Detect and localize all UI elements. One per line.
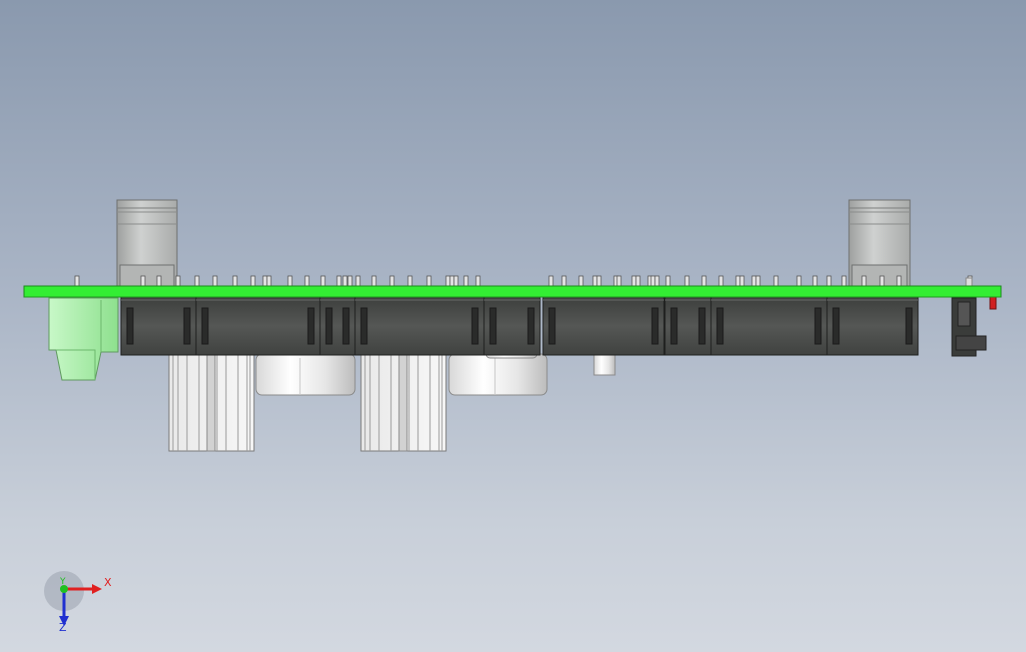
component-lead bbox=[812, 275, 818, 287]
x-axis-label: X bbox=[104, 576, 112, 589]
z-axis-arrowhead bbox=[59, 616, 69, 626]
component-lead bbox=[232, 275, 238, 287]
component-lead bbox=[773, 275, 779, 287]
component-lead bbox=[320, 275, 326, 287]
component-lead bbox=[635, 275, 641, 287]
component-lead bbox=[475, 275, 481, 287]
y-axis-label: Y bbox=[60, 577, 66, 587]
component-lead bbox=[879, 275, 885, 287]
component-lead bbox=[896, 275, 902, 287]
small-standoff[interactable] bbox=[593, 354, 616, 376]
component-lead bbox=[616, 275, 622, 287]
z-axis-label: Z bbox=[59, 621, 67, 634]
component-lead bbox=[796, 275, 802, 287]
component-lead bbox=[449, 275, 455, 287]
component-lead bbox=[287, 275, 293, 287]
component-lead bbox=[342, 275, 348, 287]
left-cylinder-component[interactable] bbox=[255, 353, 356, 396]
left-ribbed-connector[interactable] bbox=[168, 351, 255, 452]
component-lead bbox=[654, 275, 660, 287]
component-lead bbox=[718, 275, 724, 287]
rib-center bbox=[206, 351, 216, 452]
component-lead bbox=[74, 275, 80, 287]
header-connector[interactable] bbox=[664, 296, 712, 356]
component-lead bbox=[592, 275, 598, 287]
header-connector[interactable] bbox=[195, 296, 321, 356]
left-mounting-bracket[interactable] bbox=[116, 199, 178, 288]
component-lead bbox=[463, 275, 469, 287]
component-lead bbox=[445, 275, 451, 287]
header-connector[interactable] bbox=[542, 296, 665, 356]
y-axis-dot bbox=[60, 585, 68, 593]
component-lead bbox=[250, 275, 256, 287]
component-lead bbox=[701, 275, 707, 287]
component-lead bbox=[407, 275, 413, 287]
header-connector-row[interactable] bbox=[120, 296, 919, 356]
component-lead bbox=[578, 275, 584, 287]
component-lead bbox=[355, 275, 361, 287]
component-lead bbox=[212, 275, 218, 287]
terminal-block[interactable] bbox=[48, 297, 119, 381]
component-lead bbox=[371, 275, 377, 287]
component-lead bbox=[140, 275, 146, 287]
component-lead bbox=[426, 275, 432, 287]
rib-center bbox=[398, 351, 408, 452]
component-lead bbox=[266, 275, 272, 287]
component-lead bbox=[826, 275, 832, 287]
right-mounting-bracket[interactable] bbox=[848, 199, 911, 288]
component-lead bbox=[665, 275, 671, 287]
component-lead bbox=[861, 275, 867, 287]
component-lead bbox=[755, 275, 761, 287]
component-lead bbox=[262, 275, 268, 287]
pcb-board[interactable] bbox=[23, 285, 1002, 298]
header-connector[interactable] bbox=[483, 296, 541, 356]
component-lead bbox=[453, 275, 459, 287]
component-lead bbox=[650, 275, 656, 287]
component-lead bbox=[175, 275, 181, 287]
component-lead bbox=[548, 275, 554, 287]
x-axis-arrowhead bbox=[92, 584, 102, 594]
coordinate-triad[interactable] bbox=[44, 571, 102, 626]
header-connector[interactable] bbox=[354, 296, 485, 356]
component-lead bbox=[631, 275, 637, 287]
component-lead bbox=[739, 275, 745, 287]
right-cylinder-component[interactable] bbox=[448, 353, 548, 396]
component-lead bbox=[194, 275, 200, 287]
header-connector[interactable] bbox=[319, 296, 356, 356]
component-lead bbox=[304, 275, 310, 287]
component-lead bbox=[389, 275, 395, 287]
component-lead bbox=[156, 275, 162, 287]
header-connector[interactable] bbox=[710, 296, 828, 356]
component-lead bbox=[347, 275, 353, 287]
component-lead bbox=[684, 275, 690, 287]
component-lead bbox=[751, 275, 757, 287]
component-lead bbox=[735, 275, 741, 287]
component-lead bbox=[336, 275, 342, 287]
component-lead bbox=[561, 275, 567, 287]
center-ribbed-connector[interactable] bbox=[360, 351, 447, 452]
header-connector[interactable] bbox=[826, 296, 919, 356]
header-connector[interactable] bbox=[120, 296, 197, 356]
component-lead bbox=[841, 275, 847, 287]
component-lead bbox=[596, 275, 602, 287]
